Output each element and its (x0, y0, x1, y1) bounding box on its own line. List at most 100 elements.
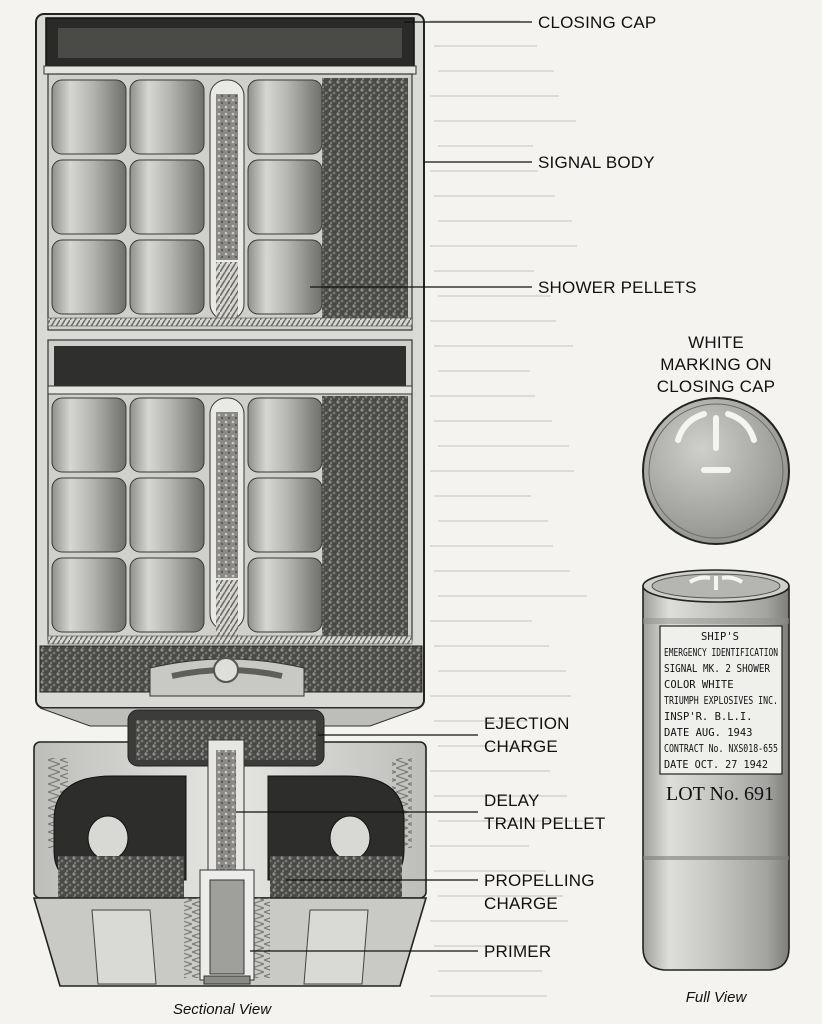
cap-rim (43, 65, 417, 75)
background-text-stroke (430, 470, 574, 472)
background-text-stroke (438, 220, 572, 222)
background-text-stroke (438, 70, 554, 72)
background-text-stroke (434, 495, 531, 497)
background-page-text (430, 20, 587, 997)
shower-pellet (51, 239, 127, 315)
background-text-stroke (430, 920, 568, 922)
identification-plate (659, 625, 783, 775)
leader-lines (236, 21, 532, 952)
shower-pellet (51, 397, 127, 473)
background-text-stroke (434, 570, 570, 572)
background-text-stroke (430, 395, 535, 397)
full-view-canister: SHIP'S EMERGENCY IDENTIFICATION SIGNAL M… (642, 569, 790, 971)
background-text-stroke (434, 45, 537, 47)
shower-pellet (51, 477, 127, 553)
label-propelling-charge-line2: CHARGE (484, 894, 558, 913)
label-white-marking-line3: CLOSING CAP (657, 377, 775, 396)
background-text-stroke (438, 970, 542, 972)
background-text-stroke (430, 320, 556, 322)
background-text-stroke (430, 845, 529, 847)
plate-line-1: SHIP'S (701, 631, 739, 643)
shower-pellet (51, 557, 127, 633)
shower-pellet (129, 79, 205, 155)
fuse-cord-lower (216, 580, 238, 640)
background-text-stroke (438, 895, 563, 897)
base-shelf (39, 645, 423, 697)
white-marking-arc-left (675, 411, 707, 443)
base-assembly (32, 707, 428, 987)
propelling-charge-left (58, 856, 184, 900)
background-text-stroke (438, 670, 566, 672)
shower-pellet (129, 239, 205, 315)
sectional-view (32, 13, 428, 987)
caption-full-view: Full View (686, 989, 748, 1006)
background-text-stroke (438, 520, 548, 522)
label-primer: PRIMER (484, 942, 551, 961)
upper-compartment (47, 73, 413, 331)
label-shower-pellets: SHOWER PELLETS (538, 278, 697, 297)
shower-pellet (247, 397, 323, 473)
shower-pellets-granules-lower (322, 396, 408, 636)
label-ejection-charge-line1: EJECTION (484, 714, 570, 733)
label-closing-cap: CLOSING CAP (538, 13, 656, 32)
plate-line-7: DATE AUG. 1943 (664, 727, 753, 739)
shower-pellet (247, 239, 323, 315)
rope-band-lower (47, 635, 413, 645)
plate-line-5: TRIUMPH EXPLOSIVES INC. (664, 695, 778, 707)
background-text-stroke (434, 720, 528, 722)
shower-pellet (247, 557, 323, 633)
labels: CLOSING CAP SIGNAL BODY SHOWER PELLETS W… (484, 13, 775, 961)
background-text-stroke (434, 195, 555, 197)
label-ejection-charge-line2: CHARGE (484, 737, 558, 756)
shower-pellet (129, 397, 205, 473)
white-marking-arc-right (725, 411, 757, 443)
label-delay-train-line2: TRAIN PELLET (484, 814, 605, 833)
plate-line-8: CONTRACT No. NXS018-655 (664, 743, 778, 755)
background-text-stroke (438, 370, 530, 372)
shower-pellet (247, 79, 323, 155)
background-text-stroke (430, 770, 550, 772)
fuse-cord-upper (216, 262, 238, 318)
plate-line-4: COLOR WHITE (664, 679, 734, 691)
label-signal-body: SIGNAL BODY (538, 153, 655, 172)
propelling-charge-right (270, 856, 402, 900)
shower-pellet (247, 477, 323, 553)
background-text-stroke (434, 345, 573, 347)
background-text-stroke (438, 445, 569, 447)
caption-sectional-view: Sectional View (173, 1001, 272, 1018)
plate-line-9: DATE OCT. 27 1942 (664, 759, 768, 771)
delay-column-lower (216, 412, 238, 578)
background-text-stroke (430, 620, 532, 622)
background-text-stroke (430, 170, 538, 172)
background-text-stroke (434, 120, 576, 122)
closing-cap-top-view (642, 397, 790, 545)
label-white-marking-line1: WHITE (688, 333, 744, 352)
shower-pellet (247, 159, 323, 235)
plate-line-2: EMERGENCY IDENTIFICATION (664, 647, 778, 659)
primer (209, 879, 245, 975)
background-text-stroke (434, 795, 567, 797)
background-text-stroke (438, 745, 545, 747)
shower-pellets-granules-upper (322, 78, 408, 326)
plate-line-6: INSP'R. B.L.I. (664, 711, 753, 723)
background-text-stroke (434, 645, 549, 647)
label-white-marking-line2: MARKING ON (660, 355, 772, 374)
background-text-stroke (430, 995, 547, 997)
background-text-stroke (434, 870, 546, 872)
label-propelling-charge-line1: PROPELLING (484, 871, 595, 890)
background-text-stroke (430, 245, 577, 247)
label-delay-train-line1: DELAY (484, 791, 540, 810)
lot-number: LOT No. 691 (666, 783, 774, 805)
background-text-stroke (430, 695, 571, 697)
background-text-stroke (430, 545, 553, 547)
background-text-stroke (438, 295, 551, 297)
rope-band-upper (47, 317, 413, 327)
background-text-stroke (434, 420, 552, 422)
closing-cap-inner (58, 28, 402, 58)
background-text-stroke (434, 945, 525, 947)
shower-pellet (51, 79, 127, 155)
plate-line-3: SIGNAL MK. 2 SHOWER (664, 663, 771, 675)
background-text-stroke (430, 95, 559, 97)
